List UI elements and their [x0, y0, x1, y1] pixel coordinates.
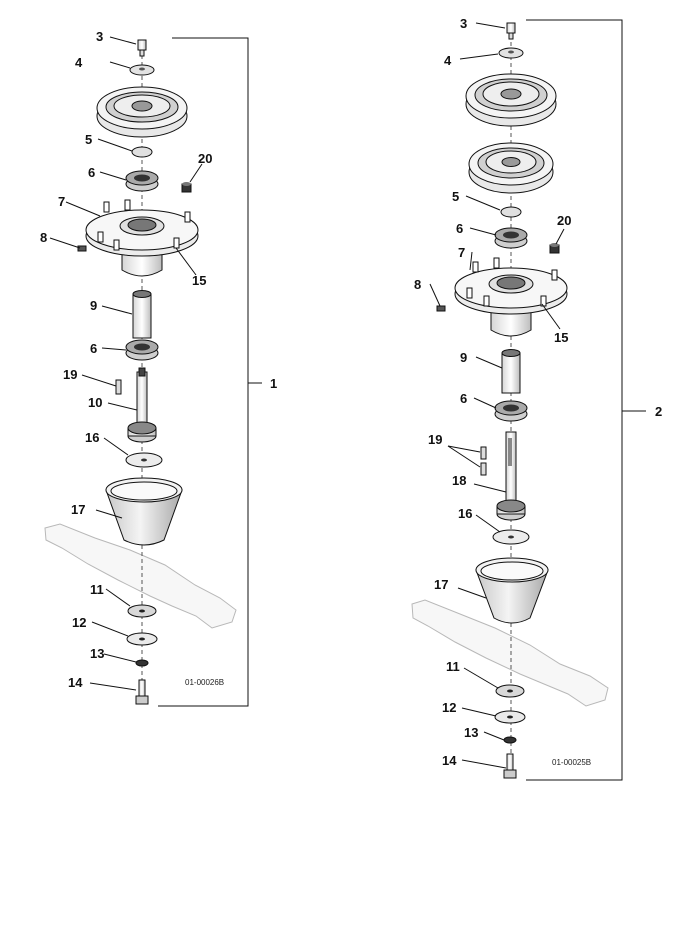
label-6: 6	[456, 221, 463, 236]
part-20-nut	[549, 243, 560, 254]
part-pulley-upper	[465, 73, 557, 127]
label-7: 7	[458, 245, 465, 260]
part-6-bearing-top	[125, 170, 159, 192]
label-9: 9	[460, 350, 467, 365]
blade-1	[44, 523, 237, 629]
blade-2	[411, 599, 609, 707]
part-9-tube	[501, 349, 521, 394]
label-4: 4	[444, 53, 452, 68]
part-14-bolt	[135, 679, 149, 705]
label-3: 3	[460, 16, 467, 31]
label-12: 12	[72, 615, 86, 630]
assembly-2: 3 4 5 6 20 7 8 15 9 6 19 18 16 17 11 12 …	[411, 16, 662, 781]
part-8-grease-fitting	[436, 305, 446, 312]
part-6-bearing-bottom	[125, 339, 159, 361]
part-20-nut	[181, 182, 192, 193]
label-4: 4	[75, 55, 83, 70]
part-10-spindle	[127, 367, 157, 443]
part-3-bolt	[137, 39, 147, 57]
label-12: 12	[442, 700, 456, 715]
label-20: 20	[557, 213, 571, 228]
part-3-bolt	[506, 22, 516, 40]
label-11: 11	[446, 659, 460, 674]
part-16-washer	[492, 529, 530, 545]
label-20: 20	[198, 151, 212, 166]
label-6b: 6	[460, 391, 467, 406]
assembly-2-label: 2	[655, 404, 662, 419]
label-9: 9	[90, 298, 97, 313]
part-4-washer	[498, 47, 524, 59]
part-5-spacer	[131, 146, 153, 158]
label-10: 10	[88, 395, 102, 410]
diagram-code-1: 01-00026B	[185, 678, 224, 687]
part-8-grease-fitting	[77, 245, 87, 252]
part-17-cone	[105, 477, 183, 546]
part-19-key	[480, 446, 487, 460]
label-6: 6	[88, 165, 95, 180]
label-19: 19	[63, 367, 77, 382]
label-15: 15	[192, 273, 206, 288]
label-7: 7	[58, 194, 65, 209]
bracket-2	[526, 19, 623, 781]
bracket-1	[158, 37, 249, 707]
part-pulley	[96, 86, 188, 138]
label-11: 11	[90, 582, 104, 597]
part-9-tube	[132, 290, 152, 339]
label-13: 13	[90, 646, 104, 661]
label-5: 5	[85, 132, 92, 147]
label-6b: 6	[90, 341, 97, 356]
part-7-housing	[85, 199, 199, 277]
part-pulley-lower	[468, 142, 554, 194]
part-12-washer	[126, 632, 158, 646]
label-14: 14	[442, 753, 457, 768]
label-8: 8	[40, 230, 47, 245]
part-6-bearing-bottom	[494, 400, 528, 422]
label-17: 17	[434, 577, 448, 592]
part-14-bolt	[503, 753, 517, 779]
label-19: 19	[428, 432, 442, 447]
part-5-spacer	[500, 206, 522, 218]
label-13: 13	[464, 725, 478, 740]
part-13-lockwasher	[503, 736, 517, 744]
label-15: 15	[554, 330, 568, 345]
part-11-washer	[495, 684, 525, 698]
part-6-bearing-top	[494, 227, 528, 249]
part-19-key	[480, 462, 487, 476]
part-18-spindle	[496, 431, 526, 521]
part-17-cone	[475, 557, 549, 624]
assembly-1: 3 4 5 6 20 7 8 15 9 6 19 10 16 17 11 12 …	[40, 29, 277, 707]
label-17: 17	[71, 502, 85, 517]
label-18: 18	[452, 473, 466, 488]
part-19-key	[115, 379, 122, 395]
label-16: 16	[458, 506, 472, 521]
label-5: 5	[452, 189, 459, 204]
part-12-washer	[494, 710, 526, 724]
diagram-code-2: 01-00025B	[552, 758, 591, 767]
label-16: 16	[85, 430, 99, 445]
label-14: 14	[68, 675, 83, 690]
part-13-lockwasher	[135, 659, 149, 667]
part-4-washer	[129, 64, 155, 76]
part-16-washer	[125, 452, 163, 468]
label-8: 8	[414, 277, 421, 292]
label-3: 3	[96, 29, 103, 44]
part-7-housing	[454, 257, 568, 337]
part-11-washer	[127, 604, 157, 618]
assembly-1-label: 1	[270, 376, 277, 391]
